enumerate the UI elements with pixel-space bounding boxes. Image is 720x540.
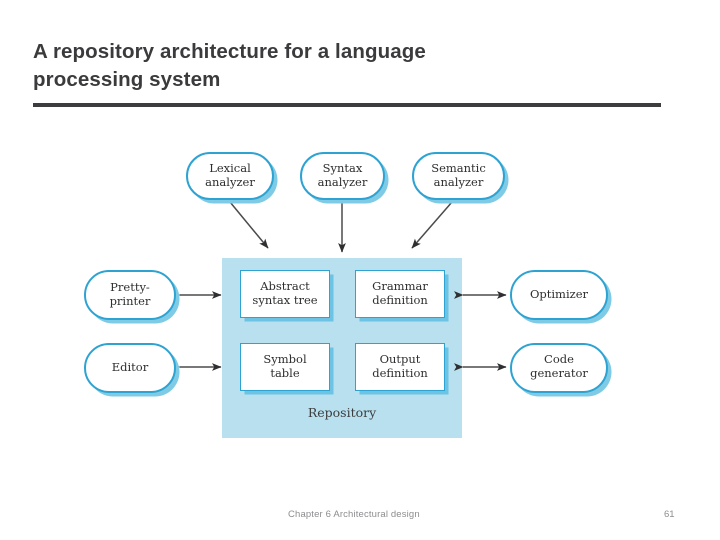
node-output-definition[interactable] bbox=[355, 343, 445, 391]
node-abstract-syntax-tree[interactable] bbox=[240, 270, 330, 318]
repository-label: Repository bbox=[307, 405, 377, 420]
node-editor[interactable] bbox=[84, 343, 176, 393]
title-divider bbox=[33, 103, 661, 107]
footer-page-number: 61 bbox=[664, 509, 675, 520]
node-syntax-analyzer[interactable] bbox=[300, 152, 385, 200]
connector-lexical-to-repository bbox=[221, 192, 269, 249]
architecture-diagram: Lexical analyzer Syntax analyzer Semanti… bbox=[0, 130, 720, 460]
node-code-generator[interactable] bbox=[510, 343, 608, 393]
page-title: A repository architecture for a language… bbox=[33, 40, 426, 92]
node-symbol-table[interactable] bbox=[240, 343, 330, 391]
node-lexical-analyzer[interactable] bbox=[186, 152, 274, 200]
node-grammar-definition[interactable] bbox=[355, 270, 445, 318]
node-semantic-analyzer[interactable] bbox=[412, 152, 505, 200]
connector-layer bbox=[171, 192, 507, 371]
node-pretty-printer[interactable] bbox=[84, 270, 176, 320]
footer-chapter-text: Chapter 6 Architectural design bbox=[288, 509, 420, 520]
node-optimizer[interactable] bbox=[510, 270, 608, 320]
connector-semantic-to-repository bbox=[411, 192, 461, 249]
